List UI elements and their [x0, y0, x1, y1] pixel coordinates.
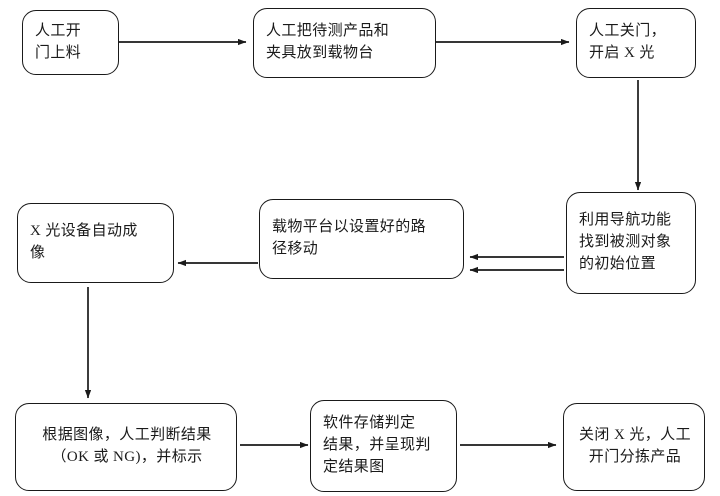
node-text-line: 关闭 X 光，人工: [579, 427, 691, 444]
node-text-line: 开启 X 光: [589, 45, 655, 61]
node-text-line: 载物平台以设置好的路: [272, 219, 427, 236]
node-text-line: 门上料: [35, 44, 82, 61]
node-text-line: 人工关门，: [589, 23, 667, 40]
node-place-product-fixture[interactable]: 人工把待测产品和 夹具放到载物台: [253, 8, 436, 78]
node-text-line: 根据图像，人工判断结果: [42, 427, 212, 444]
node-text-line: 人工把待测产品和: [266, 23, 390, 40]
node-text-line: 的初始位置: [579, 255, 657, 272]
node-xray-off-sort-product[interactable]: 关闭 X 光，人工 开门分拣产品: [563, 403, 705, 491]
node-text-line: 开门分拣产品: [588, 449, 682, 465]
node-text-line: 软件存储判定: [323, 415, 416, 432]
node-close-door-xray-on[interactable]: 人工关门， 开启 X 光: [576, 8, 696, 78]
node-manual-open-door-load[interactable]: 人工开 门上料: [22, 10, 119, 75]
node-xray-auto-imaging[interactable]: X 光设备自动成 像: [17, 203, 174, 283]
node-text-line: 结果，并呈现判: [323, 437, 431, 454]
node-navigate-find-initial-position[interactable]: 利用导航功能 找到被测对象 的初始位置: [566, 192, 696, 294]
node-stage-move-preset-path[interactable]: 载物平台以设置好的路 径移动: [259, 199, 464, 279]
node-text-line: （OK 或 NG)，并标示: [51, 449, 203, 465]
node-text-line: 夹具放到载物台: [266, 45, 374, 61]
node-text-line: 径移动: [272, 241, 319, 257]
node-software-store-result[interactable]: 软件存储判定 结果，并呈现判 定结果图: [310, 400, 457, 492]
node-text-line: X 光设备自动成: [30, 223, 138, 240]
node-text-line: 人工开: [35, 22, 82, 39]
node-text-line: 定结果图: [323, 458, 385, 475]
node-text-line: 像: [30, 245, 46, 261]
node-text-line: 利用导航功能: [579, 212, 672, 229]
node-text-line: 找到被测对象: [579, 234, 672, 251]
node-manual-judge-from-image[interactable]: 根据图像，人工判断结果 （OK 或 NG)，并标示: [15, 403, 237, 491]
